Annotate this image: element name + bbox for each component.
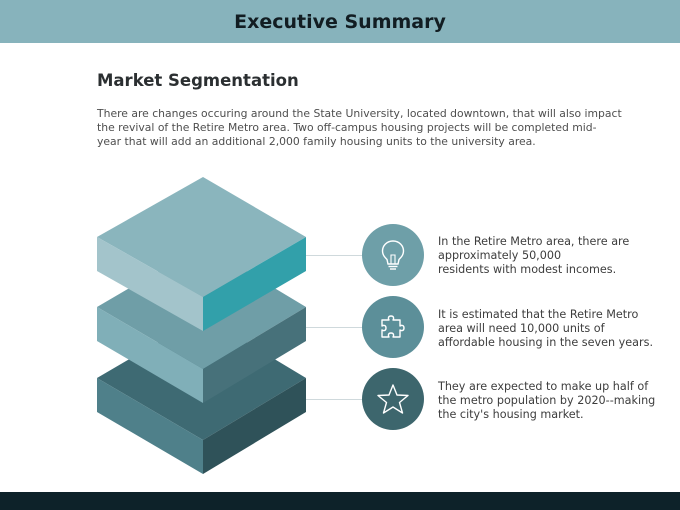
description-line: They are expected to make up half of: [438, 380, 649, 393]
connector-line: [306, 399, 364, 400]
item-description: It is estimated that the Retire Metro ar…: [438, 308, 658, 350]
description-line: approximately 50,000: [438, 249, 562, 262]
lightbulb-circle: [362, 224, 424, 286]
star-circle: [362, 368, 424, 430]
description-line: In the Retire Metro area, there are: [438, 235, 630, 248]
item-description: They are expected to make up half of the…: [438, 380, 658, 422]
puzzle-circle: [362, 296, 424, 358]
item-description: In the Retire Metro area, there are appr…: [438, 235, 658, 277]
lightbulb-icon: [381, 240, 405, 270]
star-icon: [377, 384, 409, 414]
intro-line: the revival of the Retire Metro area. Tw…: [97, 121, 597, 134]
intro-paragraph: There are changes occuring around the St…: [97, 107, 622, 149]
page-title: Executive Summary: [234, 11, 446, 33]
puzzle-icon: [381, 315, 405, 338]
footer-bar: [0, 492, 680, 510]
description-line: residents with modest incomes.: [438, 263, 617, 276]
description-line: area will need 10,000 units of: [438, 322, 605, 335]
layer-top: [97, 177, 306, 331]
header-bar: Executive Summary: [0, 0, 680, 43]
description-line: the metro population by 2020--making: [438, 394, 656, 407]
section-title: Market Segmentation: [97, 71, 299, 90]
description-line: It is estimated that the Retire Metro: [438, 308, 639, 321]
connector-line: [306, 255, 364, 256]
description-line: affordable housing in the seven years.: [438, 336, 654, 349]
intro-line: There are changes occuring around the St…: [97, 107, 622, 120]
intro-line: year that will add an additional 2,000 f…: [97, 135, 536, 148]
description-line: the city's housing market.: [438, 408, 584, 421]
connector-line: [306, 327, 364, 328]
